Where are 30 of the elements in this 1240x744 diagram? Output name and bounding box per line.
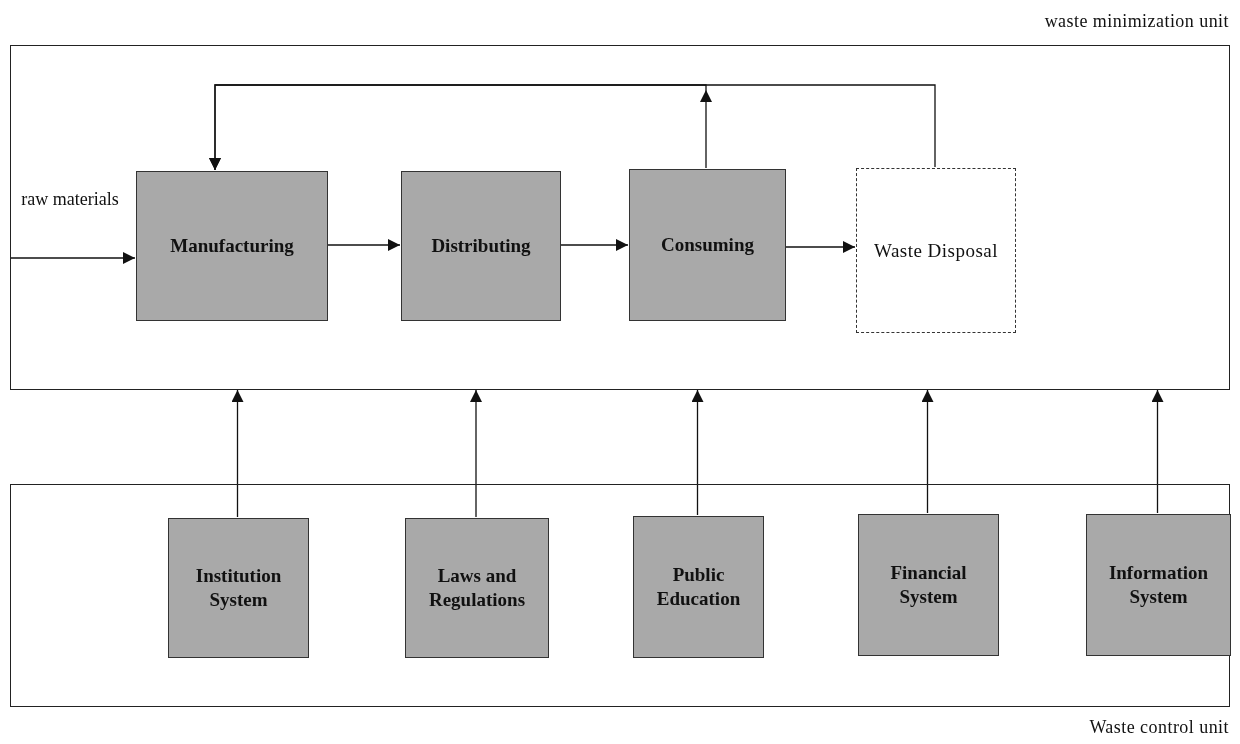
box-label: Waste Disposal bbox=[874, 238, 998, 263]
box-label: Consuming bbox=[661, 233, 754, 257]
arrow bbox=[231, 389, 244, 518]
arrow bbox=[691, 389, 704, 516]
unit-title: Waste control unit bbox=[1089, 716, 1229, 739]
box-label: Laws and Regulations bbox=[427, 564, 527, 612]
box-label: Distributing bbox=[431, 234, 531, 258]
arrow bbox=[1151, 389, 1164, 514]
process-box bbox=[858, 514, 999, 656]
dashed-process-box bbox=[856, 168, 1016, 333]
box-label: Financial System bbox=[889, 561, 968, 609]
unit-title: waste minimization unit bbox=[1044, 10, 1229, 33]
arrow bbox=[921, 389, 934, 514]
process-box bbox=[629, 169, 786, 321]
arrow bbox=[559, 239, 629, 251]
arrow bbox=[9, 252, 136, 264]
arrow bbox=[784, 241, 856, 253]
arrow bbox=[326, 239, 401, 251]
box-label: Institution System bbox=[194, 564, 283, 612]
process-box bbox=[136, 171, 328, 321]
arrow bbox=[209, 84, 712, 171]
box-label: Manufacturing bbox=[170, 234, 294, 258]
process-box bbox=[405, 518, 549, 658]
arrow bbox=[470, 389, 482, 518]
box-label: Information System bbox=[1107, 561, 1210, 609]
process-box bbox=[401, 171, 561, 321]
box-label: Public Education bbox=[655, 563, 742, 611]
process-box bbox=[1086, 514, 1231, 656]
process-box bbox=[168, 518, 309, 658]
process-box bbox=[633, 516, 764, 658]
